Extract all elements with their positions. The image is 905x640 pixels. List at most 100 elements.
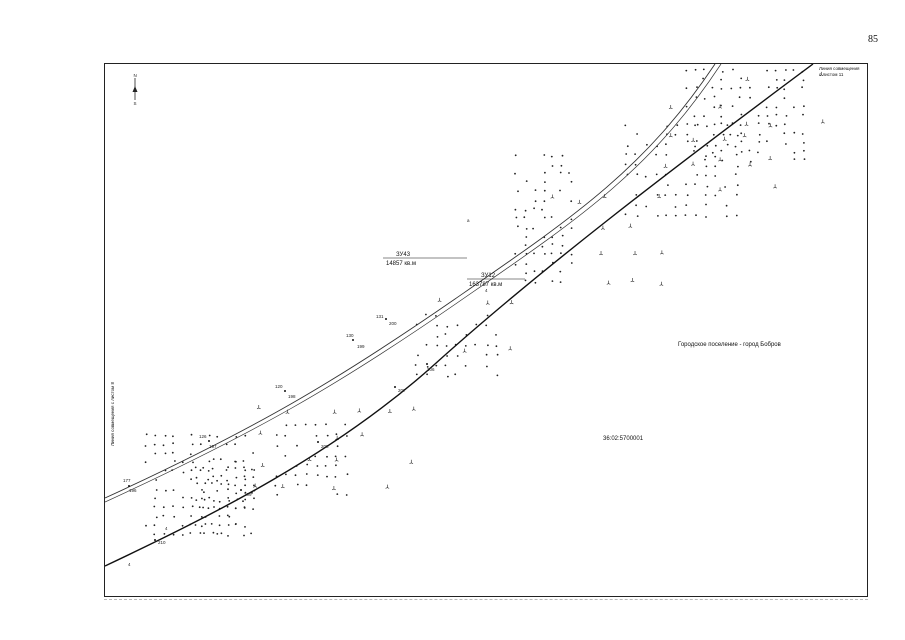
vegetation-dot (213, 500, 215, 502)
vegetation-dot (775, 106, 778, 109)
vegetation-dot (190, 478, 192, 481)
vegetation-dot (253, 484, 255, 487)
vegetation-dot (737, 165, 739, 168)
vegetation-dot (634, 153, 636, 155)
tree-icon (509, 300, 514, 305)
vegetation-dot (191, 443, 194, 446)
vegetation-dot (524, 244, 527, 247)
vegetation-dot (543, 216, 546, 219)
vegetation-dot (155, 489, 158, 491)
vegetation-dot (326, 455, 328, 458)
vegetation-dot (487, 344, 489, 347)
vegetation-dot (551, 165, 554, 167)
vegetation-dot (243, 506, 246, 508)
vegetation-dot (714, 175, 717, 177)
parcel-zu43-name: ЗУ43 (396, 252, 411, 258)
vegetation-dot (153, 505, 156, 508)
vegetation-dot (436, 344, 439, 347)
vegetation-dot (252, 476, 255, 478)
vegetation-dot (316, 474, 319, 476)
vegetation-dot (189, 453, 192, 456)
tree-icon (768, 156, 773, 161)
point-sub-number: 200 (389, 321, 397, 326)
vegetation-dot (560, 252, 562, 255)
vegetation-dot (163, 533, 166, 535)
vegetation-dot (446, 355, 448, 357)
vegetation-dot (533, 252, 535, 255)
vegetation-dot (242, 460, 245, 462)
vegetation-dot (725, 215, 728, 218)
vegetation-dot (425, 343, 428, 346)
vegetation-dot (227, 497, 230, 499)
vegetation-dot (702, 77, 704, 80)
upper-boundary-line-inner (105, 64, 722, 503)
vegetation-dot (172, 505, 174, 507)
vegetation-dot (253, 469, 256, 471)
vegetation-dot (244, 491, 247, 494)
vegetation-dot (646, 143, 648, 146)
vegetation-dot (740, 151, 743, 153)
point-number: 209 (244, 492, 252, 497)
tree-icon (773, 184, 778, 189)
vegetation-dot (234, 443, 237, 446)
vegetation-dot (667, 184, 669, 186)
tree-icon (722, 136, 727, 141)
tree-icon (744, 121, 749, 126)
vegetation-dot (517, 225, 519, 228)
vegetation-dot (792, 69, 795, 71)
tree-icon (360, 432, 365, 437)
vegetation-dot (426, 366, 429, 368)
tree-icon (748, 162, 752, 167)
point-number: 208 (321, 444, 329, 449)
vegetation-dot (525, 180, 528, 182)
parcel-zu12-area: 163787 кв.м (469, 282, 502, 288)
tree-icon (260, 462, 265, 468)
tree-icon (668, 133, 673, 138)
vegetation-dot (207, 507, 210, 510)
vegetation-dot (736, 184, 739, 187)
vegetation-dot (425, 313, 427, 316)
vegetation-dot (415, 373, 418, 376)
point-number: 130 (346, 333, 354, 338)
vegetation-dot (325, 423, 327, 426)
vegetation-dot (714, 194, 717, 197)
vegetation-dot (570, 180, 573, 183)
vegetation-dot (543, 189, 546, 192)
vegetation-dot (768, 122, 770, 125)
vegetation-dot (316, 465, 319, 467)
svg-text:a: a (467, 218, 470, 223)
vegetation-dot (276, 445, 279, 447)
vegetation-dot (758, 133, 761, 136)
vegetation-dot (532, 227, 534, 230)
vegetation-dot (203, 532, 205, 534)
vegetation-dot (749, 160, 752, 163)
vegetation-dot (720, 104, 722, 107)
vegetation-dot (225, 469, 228, 471)
vegetation-dot (725, 204, 728, 207)
vegetation-dot (211, 482, 213, 484)
vegetation-dot (551, 243, 554, 245)
vegetation-dot (144, 445, 147, 447)
vegetation-dot (173, 515, 176, 518)
tree-icon (334, 457, 339, 462)
vegetation-dot (200, 516, 203, 518)
vegetation-dot (674, 133, 677, 136)
vegetation-dot (686, 140, 689, 143)
vegetation-dot (346, 473, 349, 476)
vegetation-dot (624, 213, 627, 216)
vegetation-dot (705, 203, 707, 206)
cadastral-map: N S Линия совмещения с листом 8 Линия со… (104, 63, 868, 597)
tree-icon (745, 76, 750, 81)
boundary-point: 120 198 (275, 384, 296, 399)
vegetation-dot (296, 483, 299, 486)
vegetation-dot (171, 451, 174, 454)
vegetation-dot (227, 488, 229, 491)
vegetation-dot (495, 345, 498, 348)
vegetation-dot (474, 343, 476, 346)
vegetation-dot (227, 483, 230, 486)
vegetation-dot (284, 455, 287, 457)
boundary-point: 210 (154, 539, 166, 545)
vegetation-dot (740, 77, 743, 80)
vegetation-dot (164, 452, 167, 455)
vegetation-dot (766, 69, 768, 72)
